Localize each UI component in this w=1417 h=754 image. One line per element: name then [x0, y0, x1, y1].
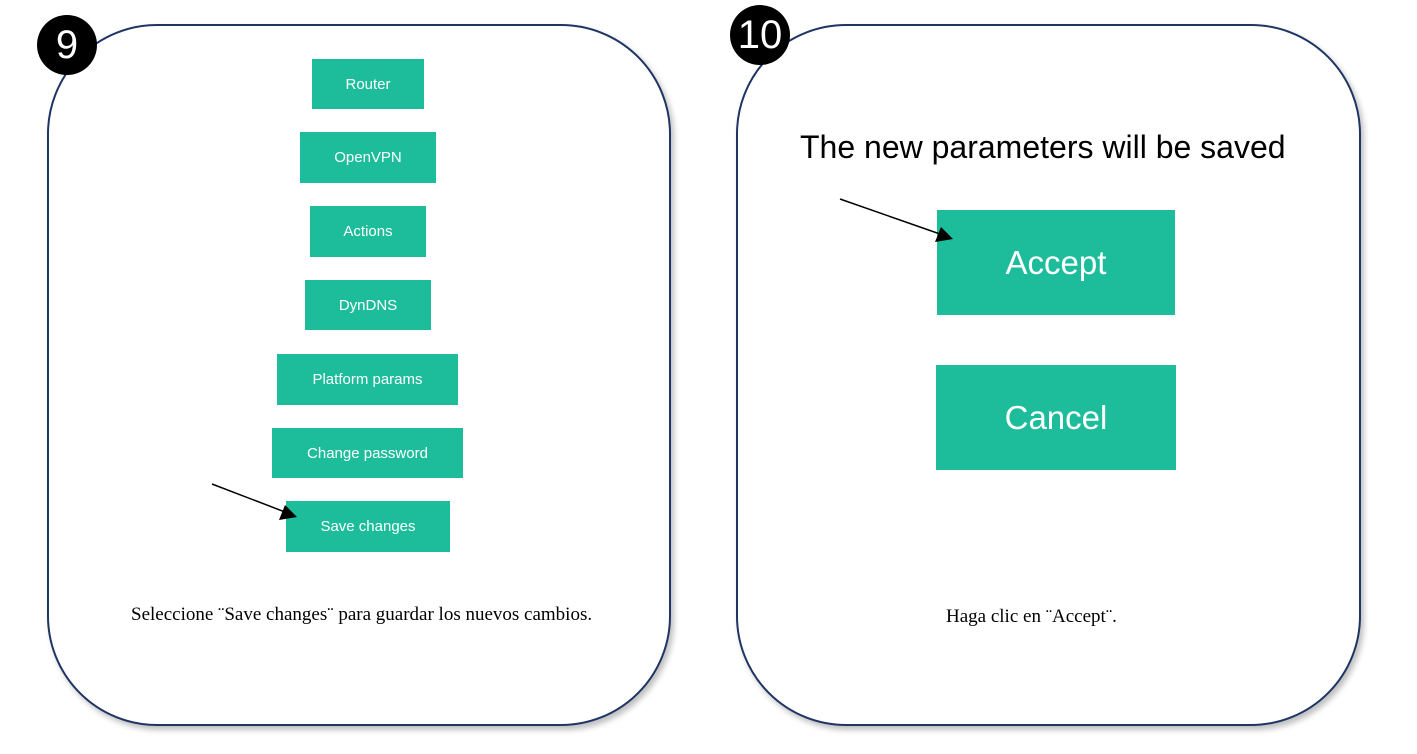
actions-button[interactable]: Actions	[310, 206, 426, 257]
change-password-button[interactable]: Change password	[272, 428, 463, 478]
save-changes-button[interactable]: Save changes	[286, 501, 450, 552]
openvpn-button[interactable]: OpenVPN	[300, 132, 436, 183]
accept-button[interactable]: Accept	[937, 210, 1175, 315]
step-9-caption: Seleccione ¨Save changes¨ para guardar l…	[131, 604, 593, 625]
arrow-to-save-changes-icon	[211, 483, 297, 520]
arrow-to-accept-icon	[839, 198, 953, 242]
dialog-title: The new parameters will be saved	[800, 129, 1286, 165]
step-10-caption: Haga clic en ¨Accept¨.	[946, 606, 1117, 627]
cancel-button[interactable]: Cancel	[936, 365, 1176, 470]
dyndns-button[interactable]: DynDNS	[305, 280, 431, 330]
router-button[interactable]: Router	[312, 59, 424, 109]
step-number-badge: 10	[730, 5, 790, 65]
step-number-badge: 9	[37, 15, 97, 75]
platform-params-button[interactable]: Platform params	[277, 354, 458, 405]
